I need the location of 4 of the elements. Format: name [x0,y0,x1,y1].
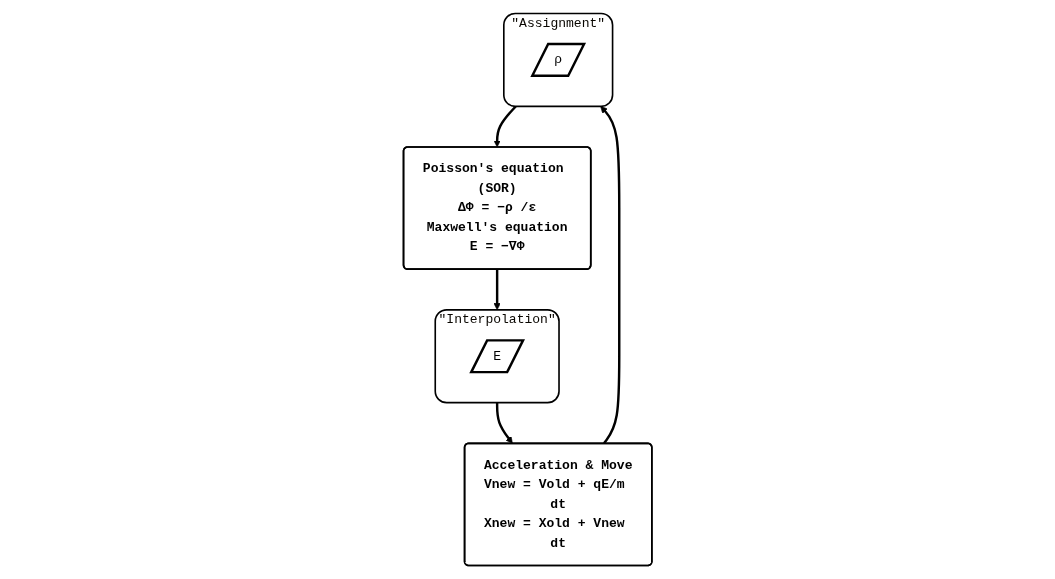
arrow [600,106,621,445]
arrow [493,269,501,311]
arrow [495,402,513,444]
arrow [493,105,517,148]
